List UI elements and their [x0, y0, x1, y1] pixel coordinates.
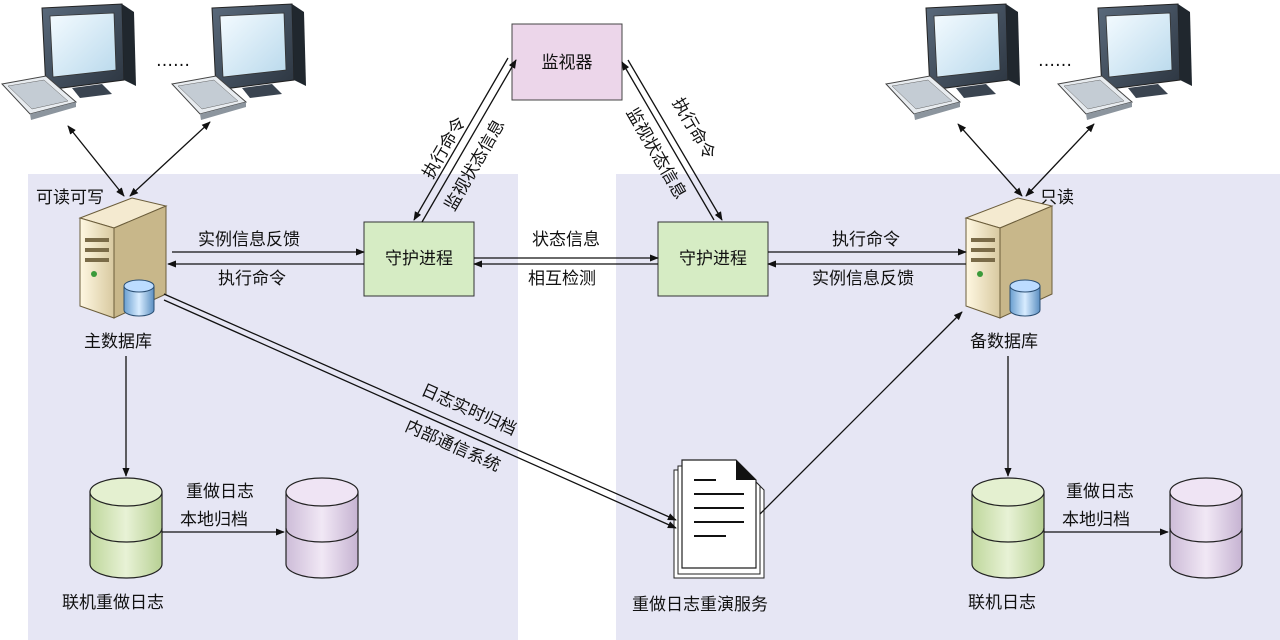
guard-detect-label: 相互检测: [528, 269, 596, 289]
primary-online-log-label: 联机重做日志: [62, 593, 164, 613]
left-computer-1-icon: [1, 3, 137, 121]
primary-db-server-icon: [79, 197, 167, 319]
standby-online-log-label: 联机日志: [968, 593, 1036, 613]
document-icon: [673, 459, 765, 579]
right-guard-label: 守护进程: [679, 249, 747, 269]
right-guard-box[interactable]: [657, 221, 769, 297]
primary-online-log-icon: [89, 477, 163, 579]
right-computer-2-icon: [1057, 3, 1193, 121]
monitor-label: 监视器: [542, 53, 593, 73]
left-feedback-label: 实例信息反馈: [198, 230, 300, 250]
standby-archive-line1: 重做日志: [1066, 482, 1134, 502]
replay-service-label: 重做日志重演服务: [632, 595, 768, 615]
replay-to-standby-arrow: [759, 311, 963, 515]
primary-archive-line1: 重做日志: [186, 482, 254, 502]
monitor-right-cmd-arrow: [627, 59, 723, 221]
standby-archive-line2: 本地归档: [1062, 510, 1130, 530]
standby-db-label: 备数据库: [970, 332, 1038, 352]
left-computer-2-icon: [171, 3, 307, 121]
left-client2-arrow: [129, 121, 211, 197]
monitor-right-status-arrow: [621, 61, 715, 221]
standby-archive-icon: [1169, 477, 1243, 579]
right-feedback-label: 实例信息反馈: [812, 269, 914, 289]
standby-db-server-icon: [965, 197, 1053, 319]
monitor-left-cmd-arrow: [413, 57, 509, 221]
right-client1-arrow: [957, 123, 1023, 197]
right-client2-arrow: [1025, 123, 1095, 197]
left-guard-label: 守护进程: [385, 249, 453, 269]
left-client1-arrow: [67, 125, 125, 197]
monitor-left-status-arrow: [421, 59, 517, 223]
archive-line-a: [163, 293, 677, 521]
primary-archive-icon: [285, 477, 359, 579]
right-computer-1-icon: [885, 3, 1021, 121]
archive-line-b: [163, 299, 677, 529]
primary-db-label: 主数据库: [84, 332, 152, 352]
left-command-label: 执行命令: [218, 269, 286, 289]
primary-archive-line2: 本地归档: [180, 510, 248, 530]
guard-status-label: 状态信息: [532, 230, 600, 250]
left-ellipsis: ……: [156, 51, 190, 71]
right-ellipsis: ……: [1038, 51, 1072, 71]
left-guard-box[interactable]: [363, 221, 475, 297]
standby-online-log-icon: [971, 477, 1045, 579]
right-command-label: 执行命令: [832, 230, 900, 250]
primary-region-label: 可读可写: [36, 188, 104, 208]
